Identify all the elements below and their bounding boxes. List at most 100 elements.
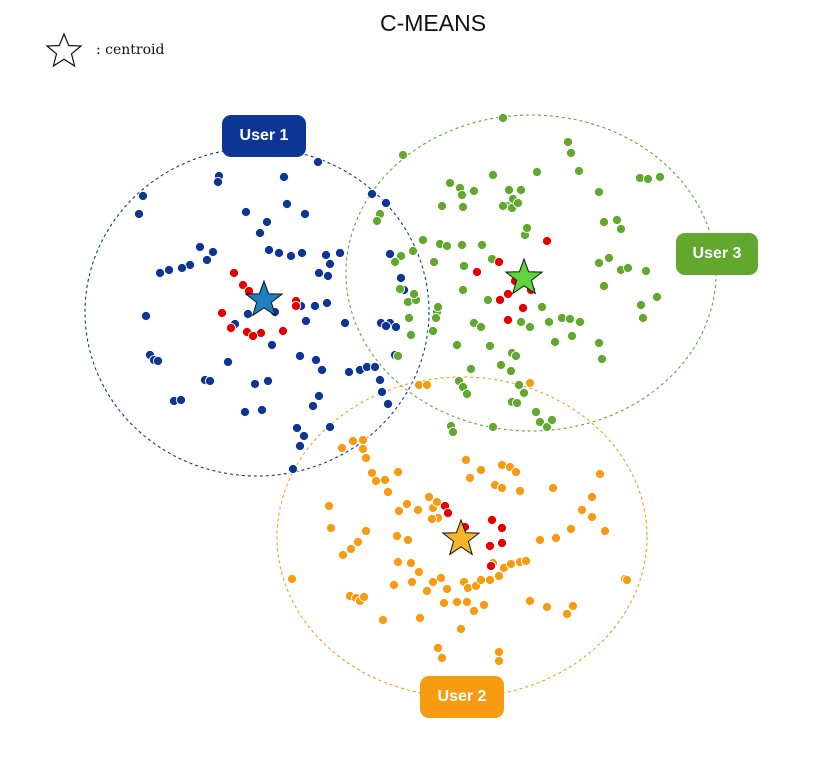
- data-point-user1: [287, 463, 299, 475]
- data-point-user2: [357, 434, 369, 446]
- data-point-user3: [564, 313, 576, 325]
- data-point-user1: [152, 355, 164, 367]
- data-point-user1: [194, 241, 206, 253]
- data-point-shared: [541, 235, 553, 247]
- data-point-user3: [531, 166, 543, 178]
- data-point-user1: [285, 250, 297, 262]
- data-point-user3: [513, 379, 525, 391]
- data-point-user3: [430, 312, 442, 324]
- data-point-user1: [201, 254, 213, 266]
- data-point-user3: [511, 397, 523, 409]
- data-point-user2: [337, 549, 349, 561]
- label-user1: User 1: [222, 115, 306, 157]
- data-point-user3: [635, 299, 647, 311]
- data-point-user2: [565, 523, 577, 535]
- centroid-user1-star-icon: [244, 279, 284, 317]
- data-point-user1: [384, 248, 396, 260]
- data-point-user3: [640, 265, 652, 277]
- data-point-user2: [586, 511, 598, 523]
- data-point-user3: [565, 147, 577, 159]
- data-point-user3: [593, 186, 605, 198]
- data-point-user1: [382, 398, 394, 410]
- data-point-user2: [392, 556, 404, 568]
- data-point-user2: [468, 605, 480, 617]
- data-point-user1: [263, 244, 275, 256]
- data-point-user2: [352, 536, 364, 548]
- data-point-user1: [366, 188, 378, 200]
- data-point-user2: [520, 555, 532, 567]
- data-point-shared: [496, 537, 508, 549]
- data-point-user2: [455, 623, 467, 635]
- data-point-user2: [441, 583, 453, 595]
- data-point-user3: [530, 406, 542, 418]
- data-point-user3: [521, 222, 533, 234]
- data-point-user2: [514, 485, 526, 497]
- data-point-user3: [642, 173, 654, 185]
- data-point-user2: [393, 505, 405, 517]
- data-point-user1: [298, 430, 310, 442]
- data-point-user2: [427, 576, 439, 588]
- data-point-user3: [408, 288, 420, 300]
- data-point-user3: [457, 201, 469, 213]
- data-point-user2: [484, 574, 496, 586]
- data-point-user3: [549, 336, 561, 348]
- data-point-user2: [510, 466, 522, 478]
- legend-label: : centroid: [96, 42, 165, 58]
- data-point-user2: [460, 454, 472, 466]
- data-point-user2: [412, 504, 424, 516]
- data-point-user2: [438, 597, 450, 609]
- data-point-user1: [339, 317, 351, 329]
- data-point-user1: [343, 366, 355, 378]
- data-point-user2: [435, 572, 447, 584]
- data-point-user2: [599, 525, 611, 537]
- data-point-user1: [176, 262, 188, 274]
- data-point-user2: [379, 474, 391, 486]
- data-point-user3: [405, 329, 417, 341]
- data-point-user2: [493, 646, 505, 658]
- data-point-user3: [593, 257, 605, 269]
- data-point-user3: [458, 260, 470, 272]
- data-point-user1: [212, 176, 224, 188]
- data-point-shared: [502, 314, 514, 326]
- data-point-user3: [392, 350, 404, 362]
- data-point-user2: [414, 612, 426, 624]
- data-point-user3: [654, 171, 666, 183]
- data-point-user2: [413, 566, 425, 578]
- data-point-user1: [313, 390, 325, 402]
- data-point-user3: [497, 112, 509, 124]
- data-point-user1: [273, 247, 285, 259]
- label-user2: User 2: [420, 676, 504, 718]
- data-point-user3: [543, 316, 555, 328]
- data-point-user2: [567, 600, 579, 612]
- data-point-user1: [175, 394, 187, 406]
- data-point-user3: [495, 359, 507, 371]
- data-point-user2: [421, 585, 433, 597]
- data-point-user2: [391, 530, 403, 542]
- diagram-title: C-MEANS: [379, 10, 487, 36]
- data-point-user1: [240, 206, 252, 218]
- data-point-user3: [451, 339, 463, 351]
- data-point-user3: [487, 421, 499, 433]
- data-point-user3: [573, 165, 585, 177]
- data-point-user1: [256, 404, 268, 416]
- data-point-user3: [566, 330, 578, 342]
- data-point-user3: [518, 387, 530, 399]
- data-point-user1: [163, 264, 175, 276]
- data-point-user2: [534, 534, 546, 546]
- data-point-user3: [505, 365, 517, 377]
- data-point-user1: [316, 364, 328, 376]
- centroid-user3-star-icon: [504, 257, 544, 295]
- data-point-user1: [281, 198, 293, 210]
- data-point-user3: [512, 197, 524, 209]
- data-point-user3: [475, 321, 487, 333]
- data-point-shared: [493, 256, 505, 268]
- data-point-user3: [651, 291, 663, 303]
- data-point-user3: [593, 337, 605, 349]
- data-point-user3: [562, 136, 574, 148]
- points-user1: [133, 156, 410, 475]
- data-point-user3: [536, 301, 548, 313]
- data-point-user2: [366, 467, 378, 479]
- data-point-user1: [380, 320, 392, 332]
- data-point-user2: [357, 443, 369, 455]
- data-point-user1: [374, 374, 386, 386]
